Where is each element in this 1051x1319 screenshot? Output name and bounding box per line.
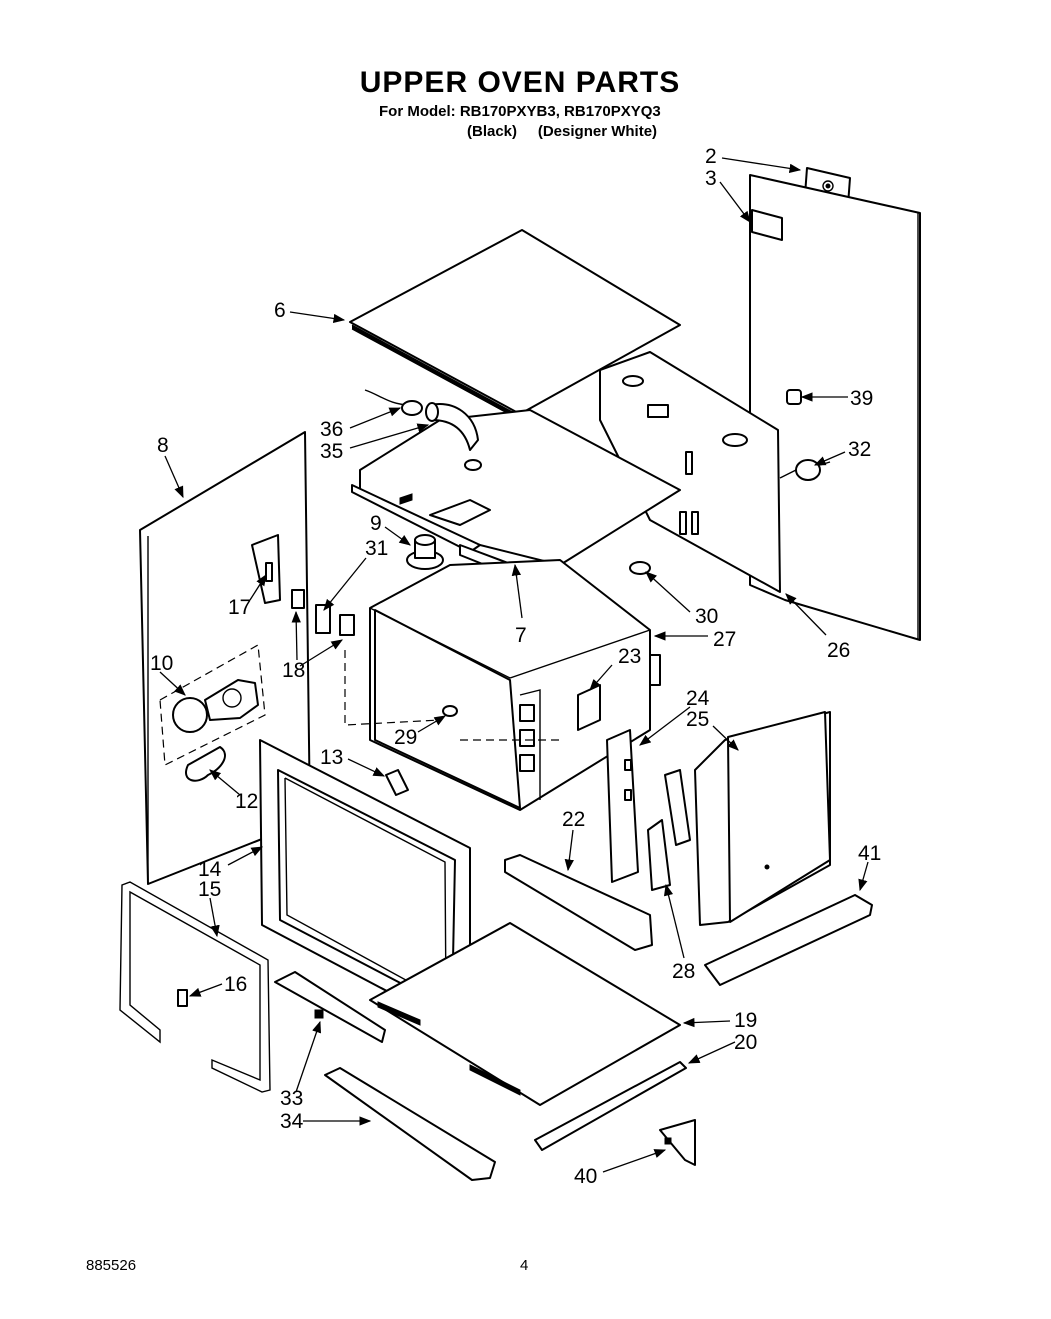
part-9-thermostat-bulb (406, 534, 444, 570)
color-variants-line: (Black) (Designer White) (467, 123, 658, 140)
part-28-door-hinge (647, 769, 691, 891)
part-30-plug (629, 561, 651, 575)
part-15-door-gasket (119, 881, 271, 1093)
part-6-top-panel (349, 229, 681, 421)
part-39-clip (786, 389, 802, 405)
callout-3: 3 (705, 167, 717, 190)
callout-2: 2 (705, 145, 717, 168)
part-17-bracket (265, 562, 273, 582)
callout-27: 27 (713, 628, 736, 651)
callout-24: 24 (686, 687, 710, 710)
callout-23: 23 (618, 645, 641, 668)
callout-36: 36 (320, 418, 343, 441)
callout-10: 10 (150, 652, 173, 675)
part-25-side-trim (694, 711, 831, 926)
callout-7: 7 (515, 624, 527, 647)
callout-30: 30 (695, 605, 718, 628)
callout-9: 9 (370, 512, 382, 535)
callout-12: 12 (235, 790, 258, 813)
callout-35: 35 (320, 440, 343, 463)
part-27-oven-liner (344, 559, 661, 811)
callout-17: 17 (228, 596, 251, 619)
part-41-bottom-trim (704, 894, 873, 986)
callout-19: 19 (734, 1009, 757, 1032)
part-side-panel-right (599, 351, 781, 593)
part-31-switch (315, 604, 355, 636)
part-35-36-duct (364, 389, 479, 451)
callout-31: 31 (365, 537, 388, 560)
callout-14: 14 (198, 858, 222, 881)
part-34-front-rail (324, 1067, 496, 1181)
callout-40: 40 (574, 1165, 597, 1188)
diagram-title: UPPER OVEN PARTS (359, 66, 681, 99)
part-20-rail (534, 1061, 687, 1151)
part-14-door-frame (259, 739, 471, 1036)
part-22-support-rail (504, 854, 653, 951)
callout-28: 28 (672, 960, 695, 983)
part-19-bottom-panel (369, 922, 681, 1106)
part-16-gasket-clip (177, 989, 188, 1007)
callout-18: 18 (282, 659, 305, 682)
part-24-hinge-plate (606, 729, 639, 883)
callout-34: 34 (280, 1110, 304, 1133)
callout-39: 39 (850, 387, 873, 410)
callout-26: 26 (827, 639, 850, 662)
part-13-clip (385, 769, 409, 796)
callout-22: 22 (562, 808, 585, 831)
model-line: For Model: RB170PXYB3, RB170PXYQ3 (379, 103, 661, 120)
callout-32: 32 (848, 438, 871, 461)
callout-6: 6 (274, 299, 286, 322)
part-40-bracket (659, 1119, 696, 1166)
callout-labels: 2 3 6 39 36 35 32 8 9 31 17 30 7 27 26 1… (150, 145, 881, 1188)
part-33-bottom-bracket (274, 971, 386, 1043)
callout-13: 13 (320, 746, 343, 769)
callout-33: 33 (280, 1087, 303, 1110)
callout-25: 25 (686, 708, 709, 731)
callout-41: 41 (858, 842, 881, 865)
part-7-inner-top (351, 409, 681, 586)
callout-29: 29 (394, 726, 417, 749)
callout-16: 16 (224, 973, 247, 996)
document-number: 885526 (86, 1257, 137, 1274)
callout-20: 20 (734, 1031, 757, 1054)
callout-15: 15 (198, 878, 221, 901)
leader-lines (159, 157, 869, 1173)
part-12-insulator (185, 746, 226, 782)
callout-8: 8 (157, 434, 169, 457)
page-number: 4 (520, 1257, 529, 1274)
